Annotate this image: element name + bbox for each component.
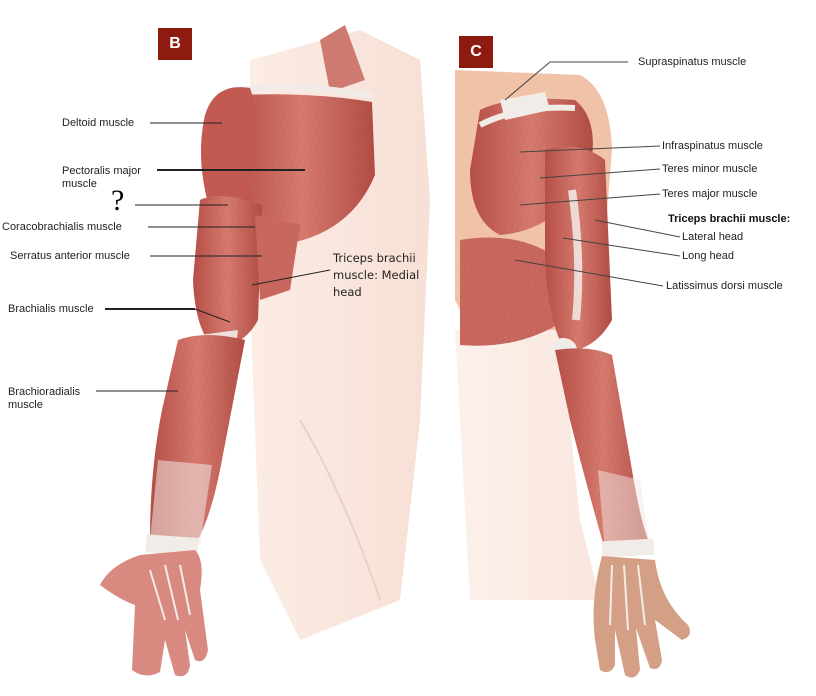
- label-teres-minor: Teres minor muscle: [662, 163, 758, 175]
- leader-teres-minor: [539, 168, 661, 179]
- leader-lateral-head: [594, 219, 681, 238]
- anterior-arm-figure: [100, 25, 430, 677]
- label-coracobrachialis: Coracobrachialis muscle: [2, 221, 122, 233]
- label-latissimus-dorsi: Latissimus dorsi muscle: [666, 280, 783, 292]
- label-triceps-medial-head: Triceps brachii muscle: Medial head: [333, 251, 420, 299]
- label-long-head: Long head: [682, 250, 734, 262]
- posterior-arm-figure: [455, 70, 690, 678]
- question-mark-label: ?: [111, 184, 125, 217]
- leader-lines-c: [504, 61, 681, 287]
- leader-brachialis-angle: [194, 308, 231, 323]
- leader-long-head: [562, 237, 681, 257]
- leader-latissimus-dorsi: [514, 259, 664, 287]
- label-triceps-heading: Triceps brachii muscle:: [668, 213, 791, 225]
- leader-infraspinatus: [519, 145, 661, 153]
- leader-supraspinatus-angle: [504, 61, 551, 101]
- label-teres-major: Teres major muscle: [662, 188, 758, 200]
- label-serratus-anterior: Serratus anterior muscle: [10, 250, 130, 262]
- panel-badge-c: C: [459, 36, 493, 68]
- label-brachialis: Brachialis muscle: [8, 303, 94, 315]
- leader-lines-b: [96, 122, 331, 392]
- label-lateral-head: Lateral head: [682, 231, 744, 243]
- panel-badge-b: B: [158, 28, 192, 60]
- label-infraspinatus: Infraspinatus muscle: [662, 140, 763, 152]
- label-supraspinatus: Supraspinatus muscle: [638, 56, 747, 68]
- leader-teres-major: [519, 193, 661, 206]
- label-pectoralis-major: Pectoralis major muscle: [62, 165, 141, 190]
- label-brachioradialis: Brachioradialis muscle: [8, 386, 81, 411]
- leader-triceps-medial: [251, 269, 331, 286]
- label-deltoid: Deltoid muscle: [62, 117, 135, 129]
